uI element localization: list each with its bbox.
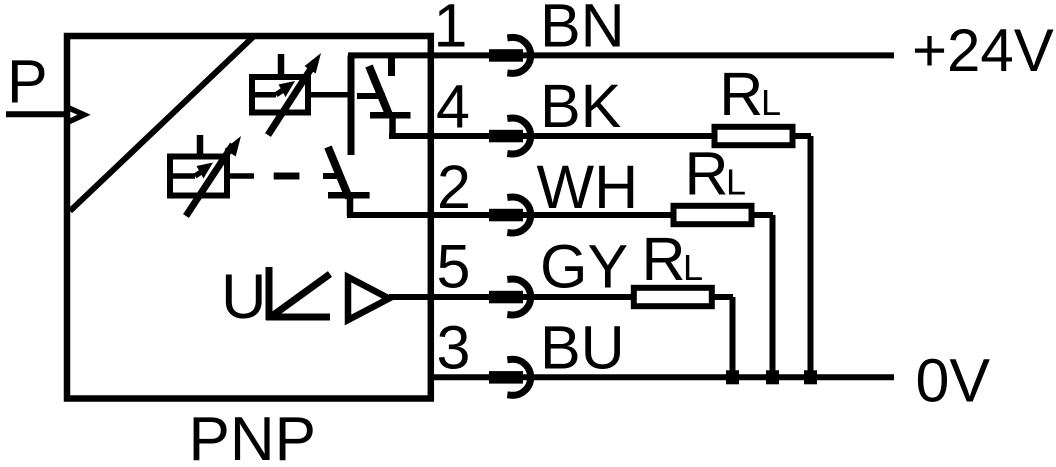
- svg-text:+24V: +24V: [912, 17, 1054, 84]
- svg-text:3: 3: [437, 314, 471, 382]
- svg-text:R: R: [719, 60, 763, 128]
- svg-text:4: 4: [436, 72, 470, 140]
- svg-text:R: R: [642, 225, 686, 293]
- svg-text:BU: BU: [540, 314, 625, 382]
- svg-text:R: R: [685, 140, 729, 208]
- svg-text:2: 2: [437, 153, 471, 221]
- svg-text:L: L: [683, 247, 703, 288]
- svg-text:5: 5: [437, 232, 471, 300]
- svg-text:0V: 0V: [916, 347, 991, 415]
- svg-text:WH: WH: [537, 153, 639, 221]
- svg-text:L: L: [761, 82, 781, 123]
- svg-text:L: L: [726, 162, 746, 203]
- svg-text:1: 1: [434, 0, 468, 60]
- svg-text:GY: GY: [540, 232, 628, 300]
- svg-text:P: P: [7, 48, 48, 116]
- svg-text:BN: BN: [540, 0, 625, 60]
- svg-text:BK: BK: [540, 72, 621, 140]
- svg-text:PNP: PNP: [189, 405, 316, 467]
- svg-text:U: U: [221, 262, 267, 332]
